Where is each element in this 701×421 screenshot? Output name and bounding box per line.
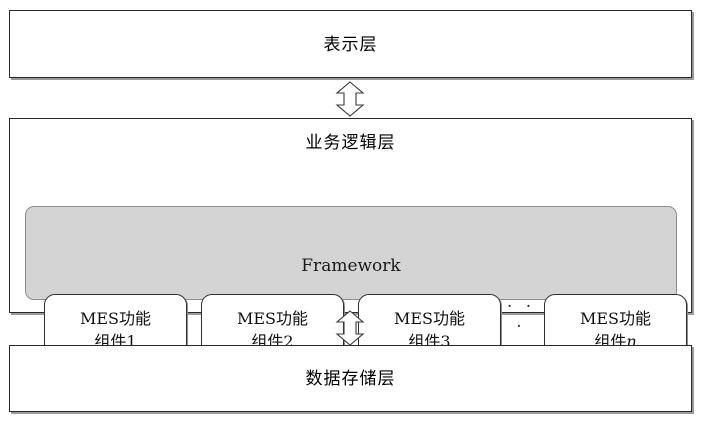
presentation-to-business-arrow-icon <box>335 81 365 117</box>
mes-component-3-index: 3 <box>440 331 451 351</box>
business-logic-layer-title: 业务逻辑层 <box>305 133 396 153</box>
mes-component-n-line1: MES功能 <box>579 308 652 328</box>
framework-label: Framework <box>301 256 401 276</box>
mes-component-2-line1: MES功能 <box>236 308 309 328</box>
data-storage-layer-title: 数据存储层 <box>305 369 396 389</box>
mes-component-1-line1: MES功能 <box>79 308 152 328</box>
mes-component-2-index: 2 <box>283 331 294 351</box>
business-logic-layer-box: 业务逻辑层 Framework MES功能 组件1 MES功能 组件2 MES功… <box>9 118 692 365</box>
mes-component-1-index: 1 <box>126 331 137 351</box>
presentation-layer-title: 表示层 <box>323 35 378 55</box>
components-ellipsis: · · · <box>506 297 536 337</box>
presentation-layer-box: 表示层 <box>9 10 692 78</box>
business-to-data-arrow-icon <box>335 310 365 346</box>
framework-band: Framework <box>25 206 677 300</box>
data-storage-layer-box: 数据存储层 <box>9 345 692 412</box>
mes-component-n-index: n <box>626 331 637 351</box>
mes-component-3-line1: MES功能 <box>393 308 466 328</box>
